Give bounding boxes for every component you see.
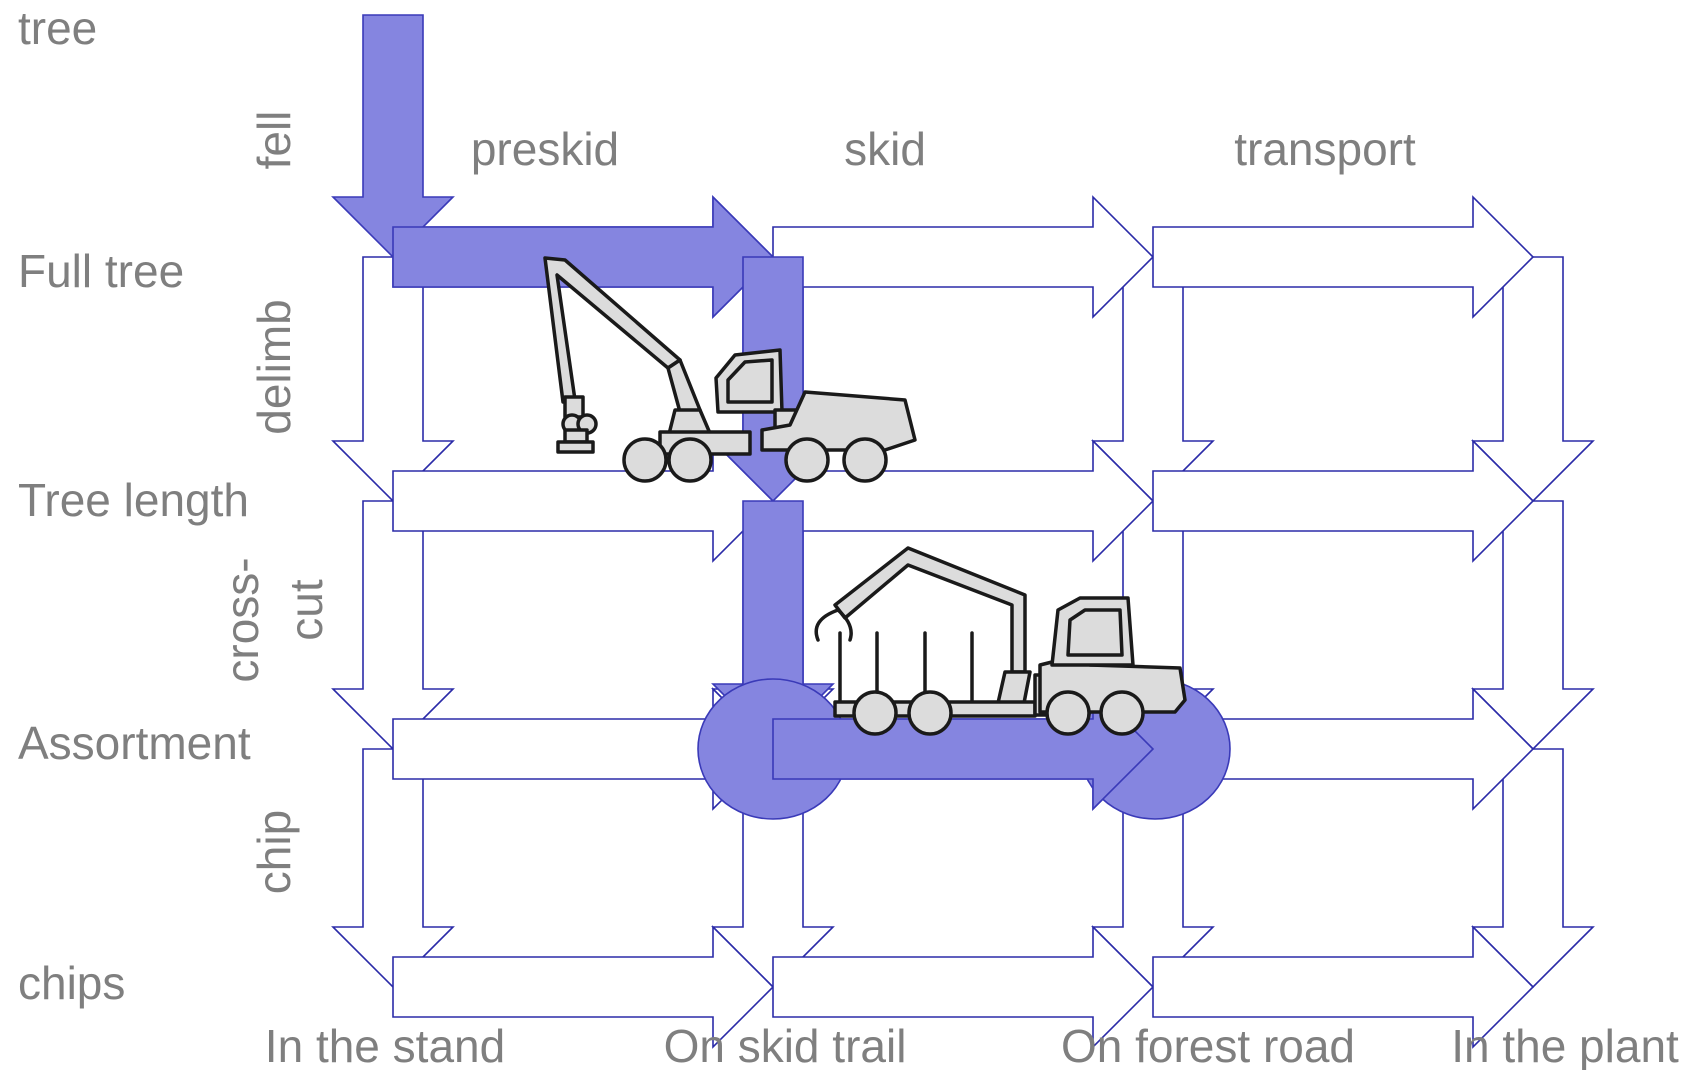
operation-labels: fell delimb cross- cut chip — [216, 111, 332, 895]
label-in-the-stand: In the stand — [265, 1020, 505, 1070]
label-preskid: preskid — [471, 123, 619, 175]
label-tree: tree — [18, 2, 97, 54]
horizontal-flow-arrow — [1152, 925, 1535, 1049]
label-crosscut-line2: cut — [280, 579, 332, 641]
vertical-flow-arrow — [1471, 748, 1595, 989]
label-delimb: delimb — [248, 299, 300, 435]
horizontal-flow-arrow — [772, 925, 1155, 1049]
label-tree-length: Tree length — [18, 474, 249, 526]
vertical-arrows — [331, 256, 1595, 989]
label-crosscut-line1: cross- — [216, 557, 268, 682]
location-labels: In the stand On skid trail On forest roa… — [265, 1020, 1679, 1070]
vertical-flow-arrow — [331, 256, 455, 503]
label-skid: skid — [844, 123, 926, 175]
horizontal-flow-arrow — [772, 195, 1155, 319]
fell-arrow-highlight — [331, 14, 455, 259]
horizontal-flow-arrow — [392, 925, 775, 1049]
label-assortment: Assortment — [18, 717, 251, 769]
vertical-flow-arrow — [1471, 256, 1595, 503]
label-on-forest-road: On forest road — [1061, 1020, 1355, 1070]
phase-labels: preskid skid transport — [471, 123, 1416, 175]
forwarder-icon — [814, 546, 1187, 736]
vertical-flow-arrow — [331, 748, 455, 989]
label-transport: transport — [1234, 123, 1416, 175]
horizontal-flow-arrow — [772, 439, 1155, 563]
vertical-flow-arrow — [331, 500, 455, 751]
label-chip: chip — [248, 810, 300, 894]
vertical-flow-arrow — [1471, 500, 1595, 751]
label-fell: fell — [248, 111, 300, 170]
label-chips: chips — [18, 957, 125, 1009]
label-in-the-plant: In the plant — [1451, 1020, 1679, 1070]
assortment-labels: tree Full tree Tree length Assortment ch… — [18, 2, 251, 1009]
horizontal-flow-arrow — [392, 439, 775, 563]
arrow-grid — [331, 195, 1595, 1049]
horizontal-flow-arrow — [1152, 439, 1535, 563]
harvester-icon — [543, 256, 917, 483]
label-on-skid-trail: On skid trail — [664, 1020, 907, 1070]
label-full-tree: Full tree — [18, 245, 184, 297]
horizontal-flow-arrow — [1152, 195, 1535, 319]
